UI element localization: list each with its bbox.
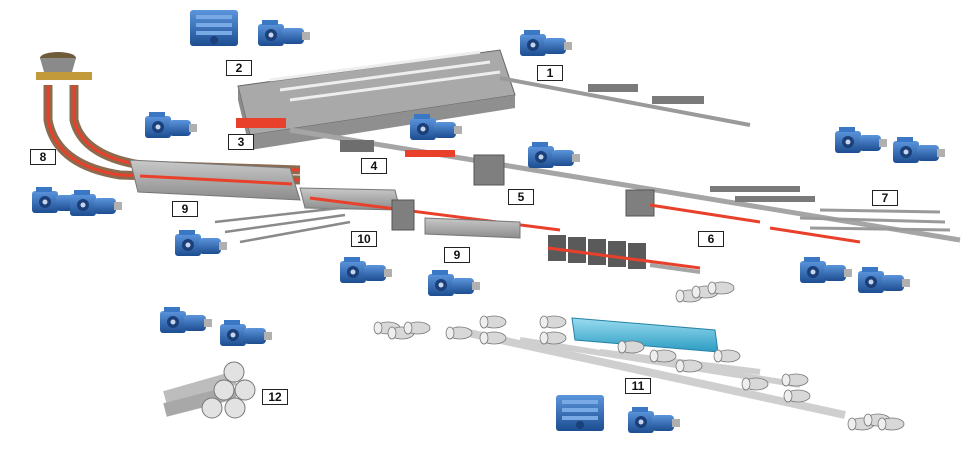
rolling-line	[289, 127, 961, 244]
mill-stand-icon	[547, 235, 701, 274]
callout-7: 7	[872, 190, 898, 206]
callout-3: 3	[228, 134, 254, 150]
callout-5: 5	[508, 189, 534, 205]
furnace-icon	[236, 49, 516, 150]
callout-12: 12	[262, 389, 288, 405]
callout-4: 4	[361, 158, 387, 174]
pipe-bundle-icon	[163, 361, 256, 419]
ladle-icon	[36, 52, 92, 80]
coil-icon	[675, 281, 735, 303]
cooling-bed-left	[129, 159, 301, 201]
callout-11: 11	[625, 378, 651, 394]
callout-9-left: 9	[172, 201, 198, 217]
callout-6: 6	[698, 231, 724, 247]
callout-1: 1	[537, 65, 563, 81]
callout-9-center: 9	[444, 247, 470, 263]
bar-mill	[214, 187, 561, 244]
callout-10: 10	[351, 231, 377, 247]
strip-processing-line	[373, 315, 905, 431]
callout-2: 2	[226, 60, 252, 76]
slab-conveyor	[499, 76, 751, 127]
callout-8: 8	[30, 149, 56, 165]
